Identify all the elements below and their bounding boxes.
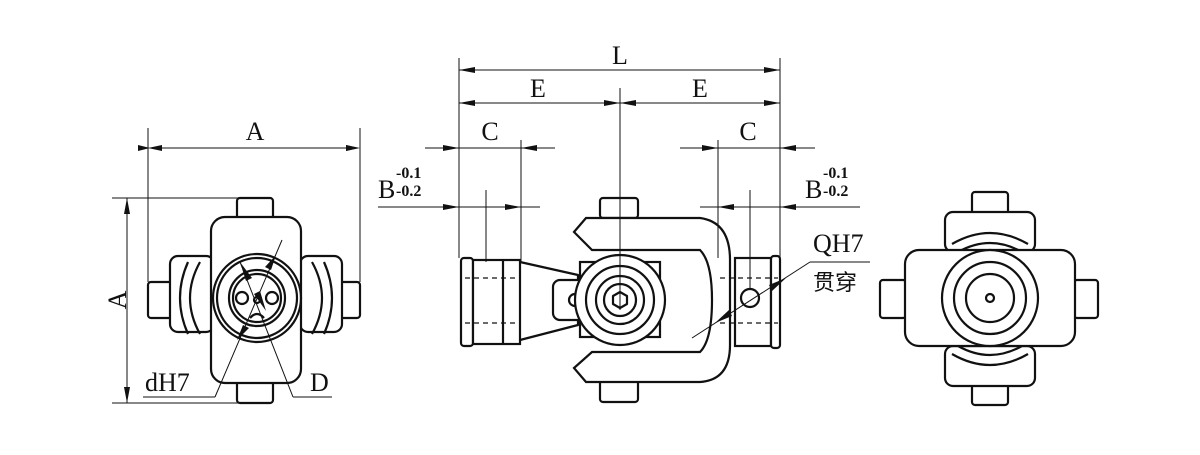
dim-label-a-left: A	[103, 290, 132, 309]
dim-label-e-right: E	[692, 74, 708, 103]
b-right-lower-tol: -0.2	[823, 183, 848, 200]
end-view-right	[878, 190, 1100, 407]
dim-label-b-right: B -0.1 -0.2	[805, 165, 848, 204]
b-right-upper-tol: -0.1	[823, 165, 848, 182]
b-left-base: B	[378, 175, 395, 204]
dim-label-e-left: E	[530, 74, 546, 103]
left-bearing-cap	[168, 254, 216, 334]
cross-hole-label-qh7: QH7	[813, 229, 864, 258]
dim-label-b-left: B -0.1 -0.2	[378, 165, 421, 204]
b-left-lower-tol: -0.2	[396, 183, 421, 200]
diameter-label-d: D	[310, 368, 329, 397]
bore-label-dh7: dH7	[145, 368, 190, 397]
dim-label-a-top: A	[246, 117, 265, 146]
yoke-outer-circle	[211, 252, 303, 344]
side-view: L E E C C B -0.1 -0.2 B -0.1 -0.2 QH7	[378, 41, 870, 404]
dim-label-l: L	[612, 41, 628, 70]
through-hole-note: 贯穿	[813, 271, 857, 296]
bore-circle	[227, 268, 287, 328]
b-left-upper-tol: -0.1	[396, 165, 421, 182]
fork-yoke	[572, 216, 732, 384]
left-pin-boss	[146, 280, 174, 320]
dim-label-c-left: C	[481, 117, 498, 146]
b-right-base: B	[805, 175, 822, 204]
end-view-left: A A dH7 D	[103, 117, 362, 405]
dim-label-c-right: C	[739, 117, 756, 146]
